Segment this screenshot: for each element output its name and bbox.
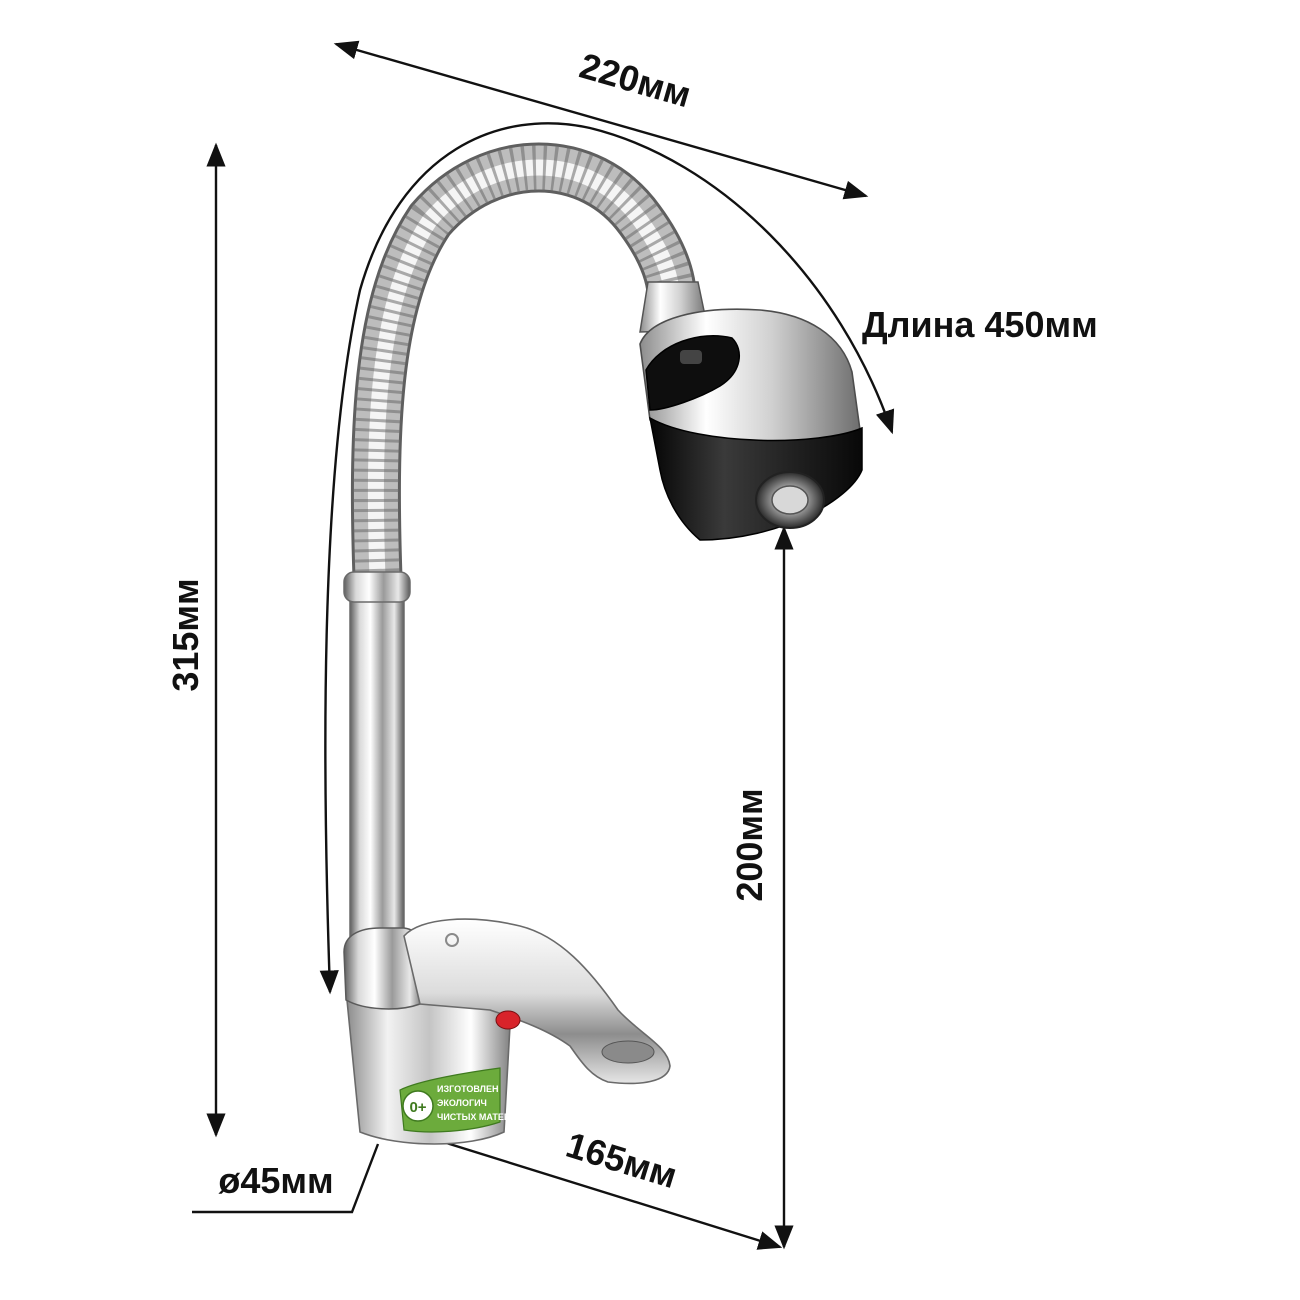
dim-line-width-top	[333, 40, 869, 200]
handle-grip-recess	[601, 1040, 655, 1064]
label-width-top: 220мм	[575, 45, 695, 116]
eco-sticker: 0+ ИЗГОТОВЛЕН ЭКОЛОГИЧ ЧИСТЫХ МАТЕР	[399, 1067, 510, 1133]
label-base-diameter: ø45мм	[218, 1160, 333, 1201]
brand-logo-icon	[445, 933, 459, 947]
label-hose-length: Длина 450мм	[862, 304, 1098, 345]
label-height-total: 315мм	[165, 578, 206, 691]
dim-leader-base-diameter	[192, 1143, 380, 1214]
switch-highlight	[680, 350, 702, 364]
spray-mode-switch-icon	[645, 335, 740, 411]
sticker-line-3: ЧИСТЫХ МАТЕР	[437, 1112, 510, 1122]
faucet-illustration: 0+ ИЗГОТОВЛЕН ЭКОЛОГИЧ ЧИСТЫХ МАТЕР	[343, 142, 863, 1145]
dim-arc-hose-length	[319, 122, 895, 995]
sticker-age-badge: 0+	[409, 1099, 426, 1116]
sticker-line-1: ИЗГОТОВЛЕН	[437, 1084, 498, 1094]
hot-indicator	[495, 1010, 521, 1030]
spout-collar	[343, 571, 411, 603]
rigid-spout-tube	[349, 581, 405, 963]
label-spout-height: 200мм	[729, 788, 770, 901]
mixer-handle-lever	[403, 918, 671, 1085]
aerator-center	[771, 485, 809, 515]
dim-line-handle-reach	[439, 1139, 783, 1250]
dimension-lines	[192, 40, 895, 1250]
sticker-line-2: ЭКОЛОГИЧ	[437, 1098, 487, 1108]
flexible-hose	[350, 142, 697, 617]
